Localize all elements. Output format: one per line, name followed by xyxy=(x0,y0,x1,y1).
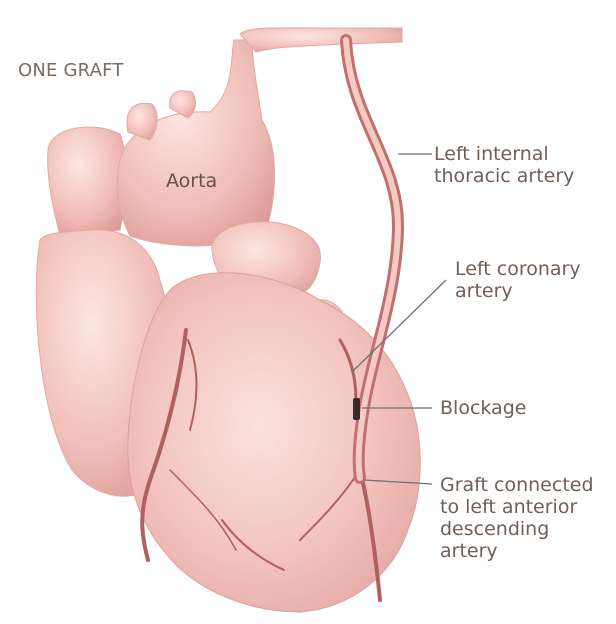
label-line: artery xyxy=(455,280,581,302)
label-line: descending xyxy=(440,518,594,540)
superior-vena-cava xyxy=(48,127,126,235)
aortic-branch-2 xyxy=(170,91,196,118)
label-left-internal-thoracic-artery: Left internal thoracic artery xyxy=(434,143,574,187)
label-line: artery xyxy=(440,540,594,562)
label-line: to left anterior xyxy=(440,496,594,518)
blockage-mark xyxy=(353,398,360,420)
label-line: thoracic artery xyxy=(434,165,574,187)
aortic-arch xyxy=(117,40,274,246)
label-line: Left internal xyxy=(434,143,574,165)
label-line: Graft connected xyxy=(440,474,594,496)
label-graft: Graft connected to left anterior descend… xyxy=(440,474,594,562)
aortic-branch-1 xyxy=(127,103,157,140)
label-line: Left coronary xyxy=(455,258,581,280)
diagram-title: ONE GRAFT xyxy=(18,60,124,82)
label-blockage: Blockage xyxy=(440,397,526,419)
label-aorta: Aorta xyxy=(166,170,217,192)
label-left-coronary-artery: Left coronary artery xyxy=(455,258,581,302)
subclavian-branch xyxy=(240,28,402,52)
